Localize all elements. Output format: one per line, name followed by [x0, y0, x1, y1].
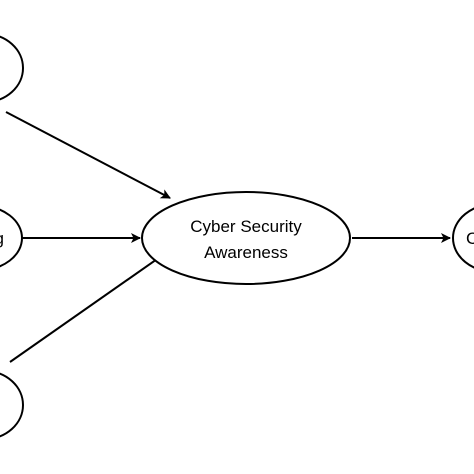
edge-bottom-left-to-center	[9, 249, 171, 363]
edge-top-left-to-center	[5, 111, 171, 199]
node-center-label-line1: Cyber Security	[190, 217, 302, 236]
node-right-ellipse	[452, 207, 474, 269]
node-center-label-line2: Awareness	[204, 243, 288, 262]
node-top-left[interactable]	[0, 34, 24, 102]
node-middle-left[interactable]: g	[0, 206, 23, 270]
node-center-ellipse	[141, 191, 351, 285]
edges	[5, 111, 451, 363]
node-bottom-left[interactable]	[0, 371, 24, 439]
node-right-label: C	[466, 229, 474, 248]
node-right[interactable]: C	[452, 204, 474, 272]
node-bottom-left-ellipse	[0, 372, 24, 438]
node-cyber-security-awareness[interactable]: Cyber Security Awareness	[141, 191, 351, 285]
node-middle-left-label: g	[0, 229, 4, 248]
node-top-left-ellipse	[0, 35, 24, 101]
node-middle-left-ellipse	[0, 208, 23, 268]
